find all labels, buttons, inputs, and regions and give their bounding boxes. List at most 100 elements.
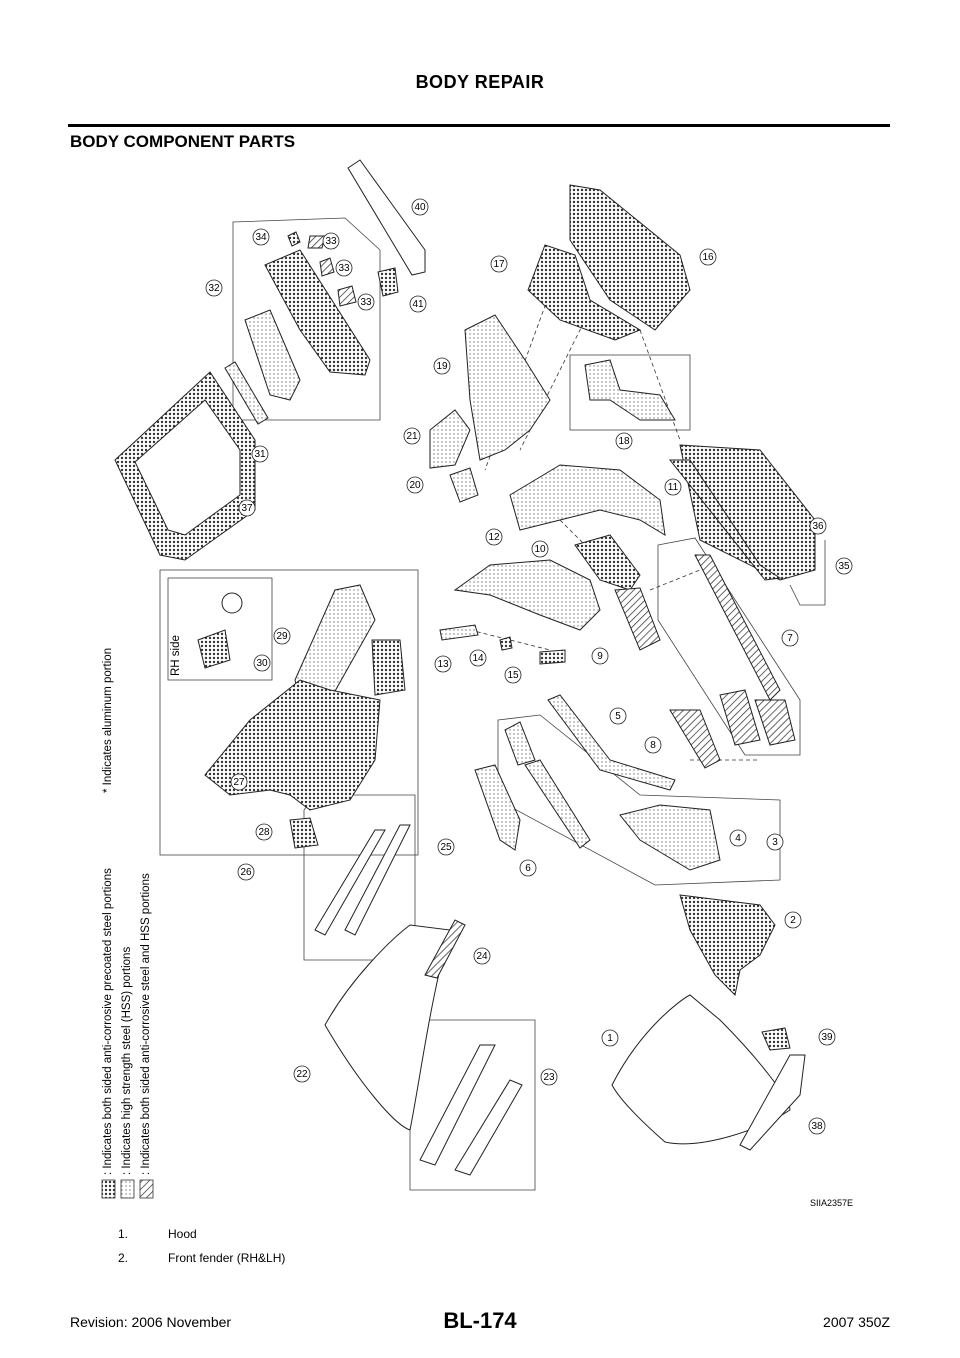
part-25b [344,824,411,936]
callout-37: 37 [238,499,256,517]
svg-text:25: 25 [440,842,452,853]
callout-14: 14 [469,649,487,667]
svg-text:37: 37 [241,503,253,514]
part-20 [449,467,479,503]
svg-text:36: 36 [812,521,824,532]
group-frame-7-10 [657,537,801,756]
svg-text:28: 28 [258,827,270,838]
svg-text:22: 22 [296,1069,308,1080]
part-21 [429,409,471,469]
part-rh-panel [371,639,406,696]
list-item: 1. Hood [118,1222,285,1246]
part-7c [754,699,796,746]
part-33a [307,235,326,249]
svg-text:10: 10 [534,544,546,555]
legend-swatch-precoated [101,1179,116,1199]
part-17 [527,244,642,341]
callout-24: 24 [473,947,491,965]
part-5 [547,694,676,791]
part-name: Hood [168,1227,197,1241]
part-11 [509,464,666,536]
callout-1: 1 [601,1029,619,1047]
svg-text:40: 40 [414,202,426,213]
part-rh-cap [221,592,243,614]
part-33c [337,285,357,307]
legend-swatch-both [139,1179,154,1199]
part-19 [464,314,551,461]
callout-6: 6 [519,859,537,877]
svg-text:38: 38 [811,1121,823,1132]
footer-revision: Revision: 2006 November [70,1314,232,1330]
svg-text:14: 14 [472,653,484,664]
part-18 [584,359,676,421]
callout-28: 28 [255,823,273,841]
callout-17: 17 [490,255,508,273]
group-frame-23 [409,1019,536,1191]
part-24 [424,919,466,979]
svg-text:33: 33 [325,236,337,247]
svg-text:4: 4 [735,833,741,844]
svg-text:32: 32 [208,283,220,294]
callout-16: 16 [699,248,717,266]
callout-39: 39 [818,1028,836,1046]
part-7 [694,554,781,701]
page-header-title: BODY REPAIR [415,72,545,92]
callout-41: 41 [409,295,427,313]
callout-23: 23 [540,1068,558,1086]
svg-text:8: 8 [650,740,656,751]
part-40-aluminum [347,159,426,276]
callout-5: 5 [609,707,627,725]
part-32 [264,249,371,376]
svg-text:33: 33 [338,263,350,274]
callout-18: 18 [615,432,633,450]
part-23b [454,1079,523,1176]
part-12 [453,559,601,631]
callout-25: 25 [437,838,455,856]
svg-text:29: 29 [276,631,288,642]
svg-text:19: 19 [436,361,448,372]
part-16 [569,184,691,331]
callout-35: 35 [835,557,853,575]
footer-model: 2007 350Z [823,1314,890,1330]
part-32b [244,309,301,401]
part-37 [114,371,256,561]
callout-36: 36 [809,517,827,535]
callout-33c: 33 [357,293,375,311]
callout-2: 2 [784,911,802,929]
part-22 [324,924,451,1131]
callout-27: 27 [230,773,248,791]
part-4 [619,804,721,871]
svg-text:34: 34 [255,232,267,243]
svg-text:13: 13 [437,659,449,670]
part-38-aluminum [739,1054,806,1151]
legend-swatch-hss [120,1179,135,1199]
callout-29: 29 [273,627,291,645]
svg-text:5: 5 [615,711,621,722]
svg-text:2: 2 [790,915,796,926]
svg-text:33: 33 [360,297,372,308]
callout-12: 12 [485,528,503,546]
callout-13: 13 [434,655,452,673]
svg-text:12: 12 [488,532,500,543]
part-3-b [524,759,591,849]
callout-9: 9 [591,647,609,665]
part-41 [377,267,399,297]
header-rule [68,124,890,127]
svg-text:15: 15 [507,670,519,681]
svg-text:31: 31 [254,449,266,460]
group-frame-18 [569,354,691,431]
part-15 [539,649,566,665]
group-frame-rh-side [159,569,419,856]
callout-26: 26 [237,863,255,881]
part-28 [289,817,319,849]
callout-31: 31 [251,445,269,463]
part-25a [314,829,386,936]
callout-34: 34 [252,228,270,246]
figure-id: SIIA2357E [810,1198,854,1208]
callout-10: 10 [531,540,549,558]
part-6 [474,764,521,851]
part-14 [499,636,513,651]
part-23a [419,1044,496,1166]
part-30 [197,629,231,669]
